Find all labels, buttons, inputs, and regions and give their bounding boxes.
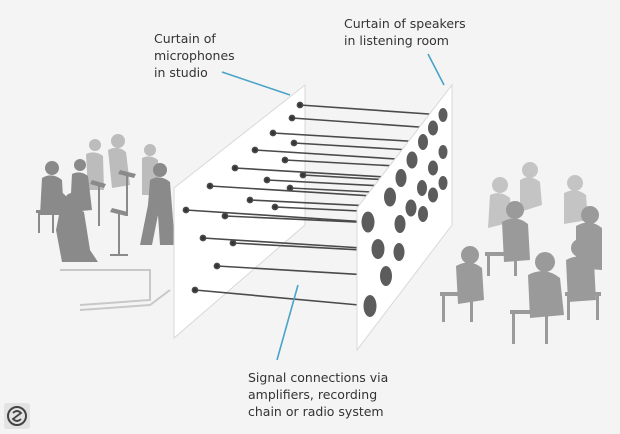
microphones-caption: Curtain of microphones in studio	[154, 30, 235, 81]
speakers-caption-line: in listening room	[344, 33, 449, 48]
microphone-curtain	[173, 83, 306, 340]
signal-caption-line: chain or radio system	[248, 404, 384, 419]
speaker-array	[361, 108, 448, 317]
sound-on-sound-logo-icon	[4, 403, 30, 429]
audience-silhouette	[440, 162, 602, 344]
signal-caption-line: amplifiers, recording	[248, 387, 378, 402]
orchestra-silhouette	[36, 134, 175, 262]
leader-lines	[221, 53, 445, 361]
microphones-caption-line: Curtain of	[154, 31, 216, 46]
signal-caption: Signal connections via amplifiers, recor…	[248, 369, 388, 420]
microphones-caption-line: in studio	[154, 65, 208, 80]
microphones-caption-line: microphones	[154, 48, 235, 63]
studio-floor	[60, 269, 171, 311]
speakers-caption: Curtain of speakers in listening room	[344, 15, 466, 49]
speaker-curtain	[356, 83, 453, 352]
signal-caption-line: Signal connections via	[248, 370, 389, 385]
speakers-caption-line: Curtain of speakers	[344, 16, 466, 31]
